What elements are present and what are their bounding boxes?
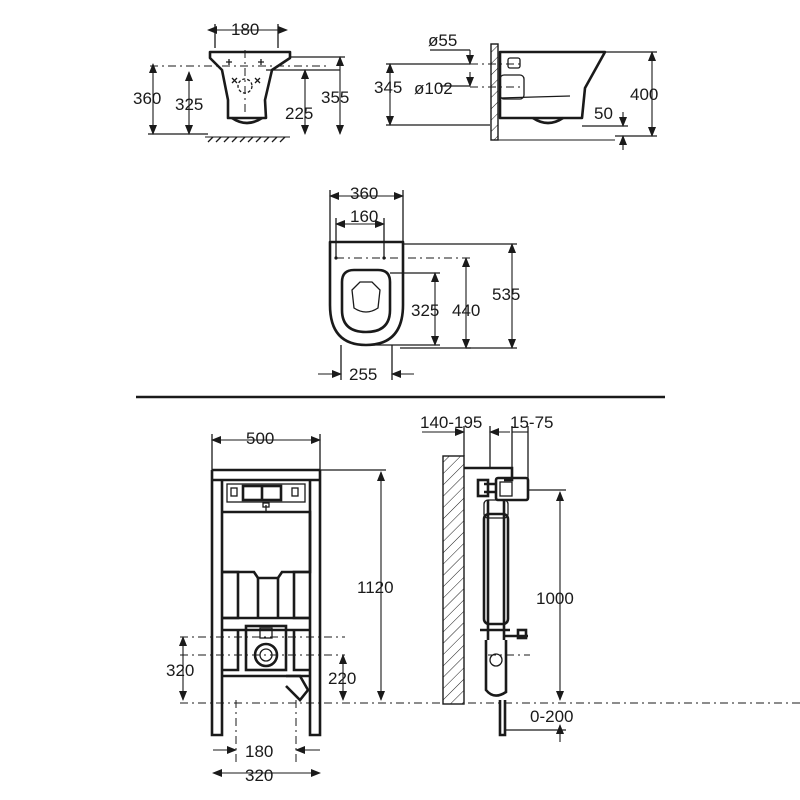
dim-255-plan: 255 xyxy=(349,365,377,384)
wc-side-view: ø55 345 ø102 400 50 xyxy=(374,31,658,150)
dim-140-195: 140-195 xyxy=(420,413,482,432)
dim-50: 50 xyxy=(594,104,613,123)
dim-o55: ø55 xyxy=(428,31,457,50)
frame-side-view: 140-195 15-75 1000 0-200 xyxy=(420,413,574,742)
side-wall xyxy=(490,43,499,141)
wc-front-body xyxy=(208,50,292,120)
wc-front-view: 180 360 325 225 355 xyxy=(133,20,349,143)
cistern-side xyxy=(482,512,510,626)
dim-500: 500 xyxy=(246,429,274,448)
dim-15-75: 15-75 xyxy=(510,413,553,432)
dim-180: 180 xyxy=(231,20,259,39)
dim-440-plan: 440 xyxy=(452,301,480,320)
dim-320-bottom: 320 xyxy=(245,766,273,785)
cistern xyxy=(222,510,312,580)
dim-225: 225 xyxy=(285,104,313,123)
frame-right-post xyxy=(308,470,322,737)
wc-plan-rim xyxy=(340,268,392,334)
dim-360: 360 xyxy=(133,89,161,108)
dim-1000: 1000 xyxy=(536,589,574,608)
wc-side-body xyxy=(498,50,607,120)
dim-535-plan: 535 xyxy=(492,285,520,304)
dim-355: 355 xyxy=(321,88,349,107)
dim-1120: 1120 xyxy=(357,578,394,597)
dim-325-plan: 325 xyxy=(411,301,439,320)
pan-connector xyxy=(244,624,288,672)
wc-front-outlet xyxy=(231,116,263,125)
dim-325: 325 xyxy=(175,95,203,114)
dim-320-height: 320 xyxy=(166,661,194,680)
dim-o102: ø102 xyxy=(414,79,453,98)
dim-360-plan: 360 xyxy=(350,184,378,203)
drain-bend xyxy=(484,640,508,697)
frame-front-view: 500 1120 320 220 180 320 xyxy=(166,429,800,785)
flush-valve xyxy=(494,476,530,502)
dim-220: 220 xyxy=(328,669,356,688)
wc-plan-view: 360 160 325 440 535 255 xyxy=(318,184,520,384)
frame-left-post xyxy=(210,470,224,737)
side-wall-section xyxy=(442,455,465,705)
dim-400: 400 xyxy=(630,85,658,104)
dim-345: 345 xyxy=(374,78,402,97)
dim-160-plan: 160 xyxy=(350,207,378,226)
dim-180-bottom: 180 xyxy=(245,742,273,761)
dim-0-200: 0-200 xyxy=(530,707,573,726)
